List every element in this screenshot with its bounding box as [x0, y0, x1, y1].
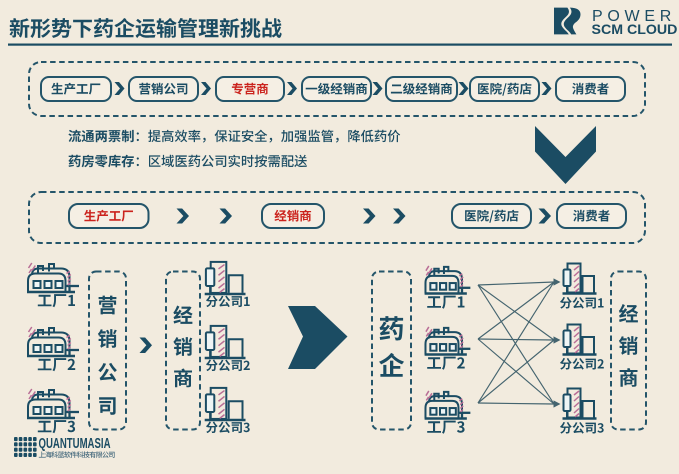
svg-text:POWER: POWER	[592, 8, 676, 25]
svg-text:QUANTUMASIA: QUANTUMASIA	[39, 436, 111, 452]
svg-text:SCM CLOUD: SCM CLOUD	[592, 22, 678, 38]
